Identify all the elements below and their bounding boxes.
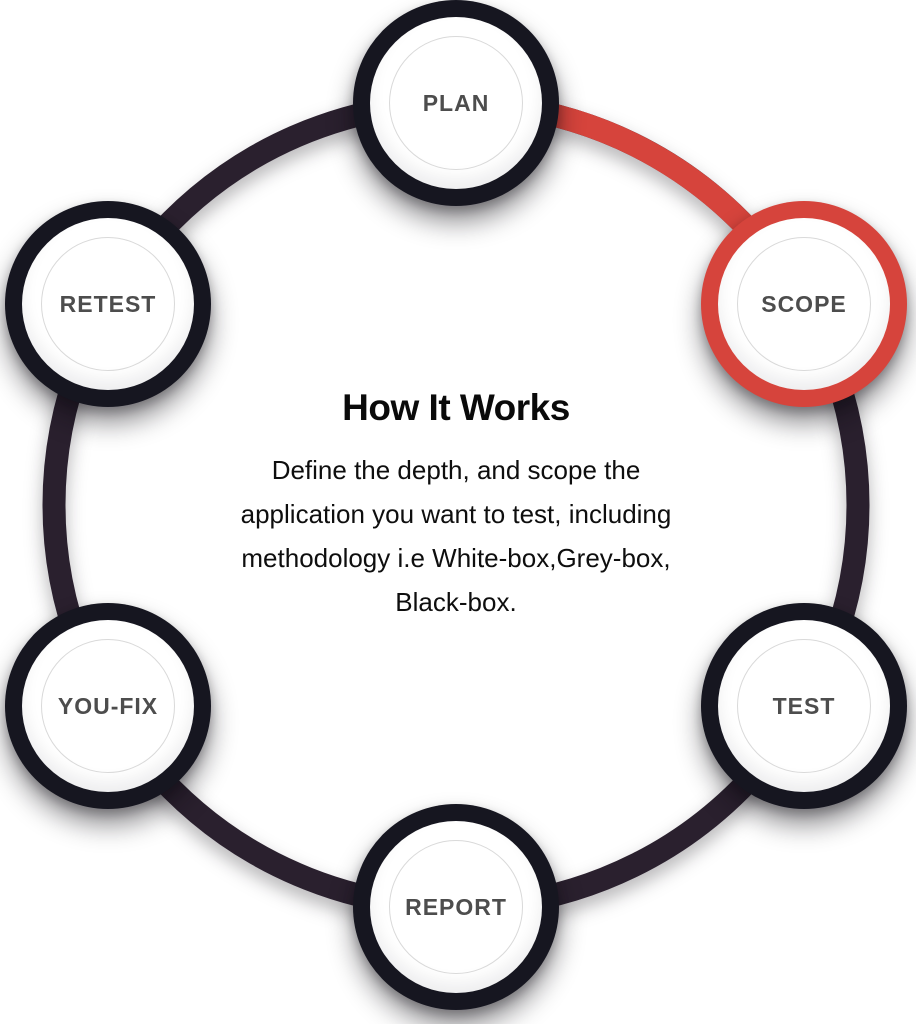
step-report[interactable]: REPORT: [353, 804, 559, 1010]
step-you-fix[interactable]: YOU-FIX: [5, 603, 211, 809]
step-report-label: REPORT: [405, 893, 507, 920]
step-plan-label: PLAN: [422, 89, 490, 116]
step-scope-inner-ring: [737, 237, 871, 371]
step-report-inner-ring: [389, 840, 523, 974]
step-retest[interactable]: RETEST: [5, 201, 211, 407]
step-scope-label: SCOPE: [761, 290, 847, 317]
diagram-title: How It Works: [342, 387, 570, 428]
step-retest-label: RETEST: [59, 290, 157, 317]
step-plan[interactable]: PLAN: [353, 0, 559, 206]
step-plan-inner-ring: [389, 36, 523, 170]
step-test-label: TEST: [772, 692, 836, 719]
step-scope[interactable]: SCOPE: [701, 201, 907, 407]
center-text-block: How It Works Define the depth, and scope…: [168, 386, 744, 624]
step-test[interactable]: TEST: [701, 603, 907, 809]
step-you-fix-inner-ring: [41, 639, 175, 773]
step-you-fix-label: YOU-FIX: [57, 692, 159, 719]
step-description: Define the depth, and scope the applicat…: [240, 455, 672, 617]
step-test-inner-ring: [737, 639, 871, 773]
step-retest-inner-ring: [41, 237, 175, 371]
